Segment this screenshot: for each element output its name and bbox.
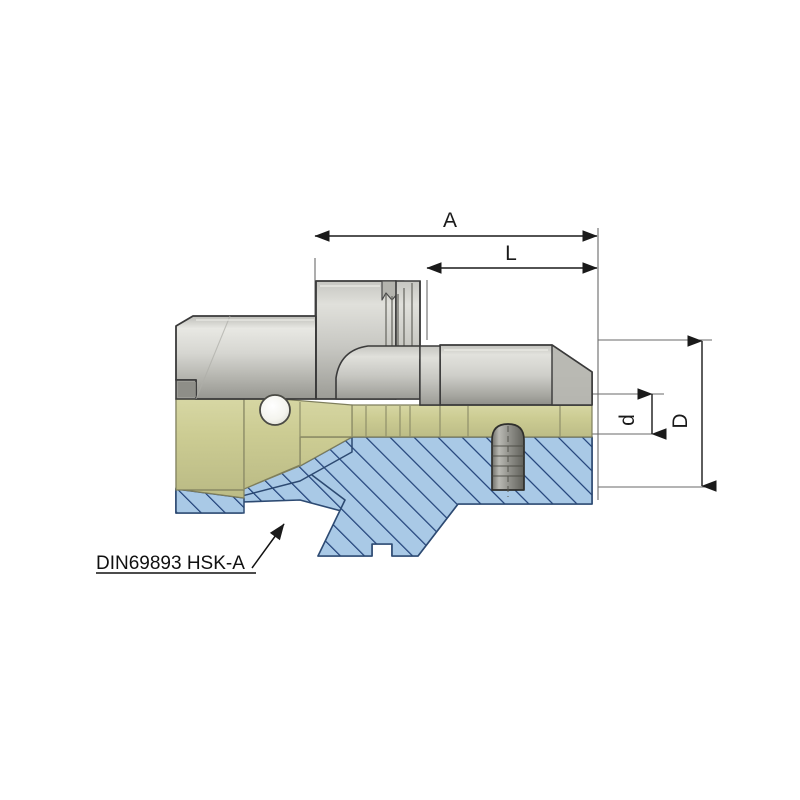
dimension-L-label: L [505,242,517,265]
olive-internal-edges [243,399,561,490]
dimension-A: A [314,209,598,242]
hsk-notch-shadow [178,382,196,397]
nose-transition-band [419,345,441,406]
callout-leader-line [251,523,285,569]
dimension-L: L [426,242,598,274]
nose-chamfer [551,344,593,406]
dimension-D: D [669,335,717,492]
callout-label: DIN69893 HSK-A [96,553,245,574]
dimension-d-label: d [616,414,639,426]
body-outlines [315,281,421,399]
dimension-d: d [616,388,667,440]
hsk-taper-shank [175,315,317,400]
section-olive-left-block [175,398,245,491]
drive-boss [335,345,421,400]
dimension-A-label: A [443,209,457,232]
tool-holder-assembly [175,280,593,557]
locking-ball-hole [259,394,291,426]
callout-din69893: DIN69893 HSK-A [96,523,285,574]
section-olive-band [351,404,593,438]
hsk-cone-line [195,315,231,400]
dimension-D-label: D [669,413,692,428]
body-highlights [196,285,548,351]
